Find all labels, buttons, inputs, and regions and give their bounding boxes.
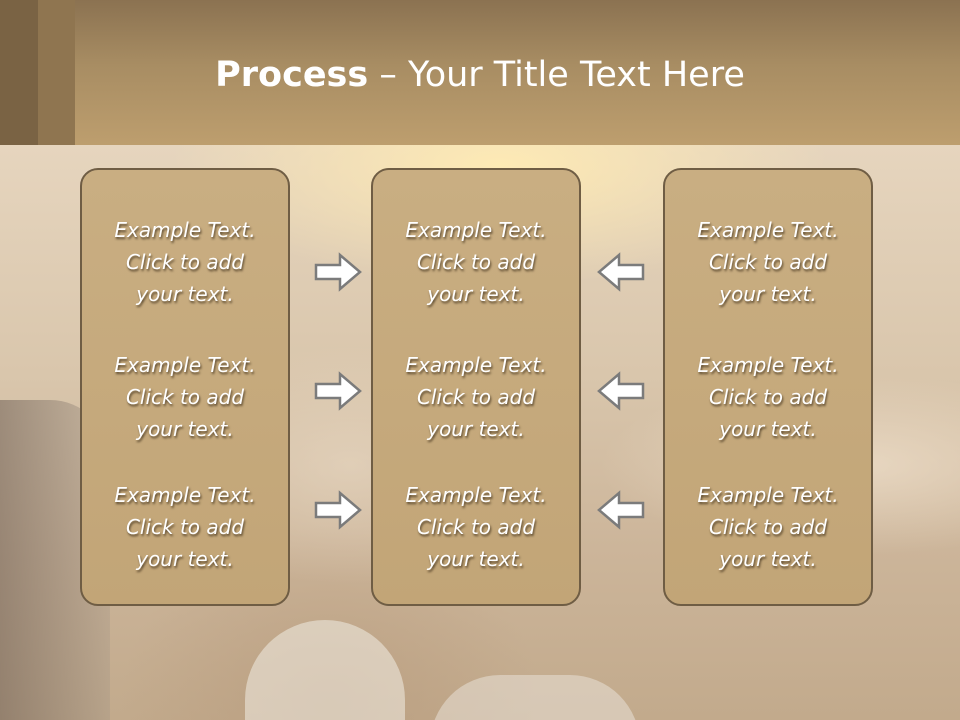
process-box-middle[interactable]: Example Text. Click to add your text. Ex… (371, 168, 581, 606)
arrow-right-icon (314, 371, 362, 411)
text-line: Example Text. (405, 483, 547, 507)
process-box-left[interactable]: Example Text. Click to add your text. Ex… (80, 168, 290, 606)
slide-title[interactable]: Process – Your Title Text Here (75, 50, 885, 100)
slide-title-bold: Process (215, 55, 369, 95)
arrow-right-icon (314, 490, 362, 530)
text-line: Click to add (708, 250, 828, 274)
text-line: your text. (427, 282, 525, 306)
text-line: Click to add (416, 385, 536, 409)
text-line: Example Text. (697, 483, 839, 507)
text-line: Click to add (708, 515, 828, 539)
text-placeholder[interactable]: Example Text. Click to add your text. (82, 214, 288, 310)
text-line: your text. (136, 282, 234, 306)
slide-title-rest: – Your Title Text Here (368, 55, 745, 95)
text-line: Example Text. (114, 218, 256, 242)
title-bar: Process – Your Title Text Here (0, 0, 960, 145)
text-line: Example Text. (405, 218, 547, 242)
text-line: your text. (719, 417, 817, 441)
text-line: Example Text. (697, 218, 839, 242)
arrow-left-icon (597, 371, 645, 411)
text-placeholder[interactable]: Example Text. Click to add your text. (82, 479, 288, 575)
arrow-right-icon (314, 252, 362, 292)
text-line: Click to add (416, 515, 536, 539)
text-placeholder[interactable]: Example Text. Click to add your text. (82, 349, 288, 445)
text-placeholder[interactable]: Example Text. Click to add your text. (373, 214, 579, 310)
text-line: Example Text. (405, 353, 547, 377)
text-line: Example Text. (697, 353, 839, 377)
text-line: your text. (136, 417, 234, 441)
text-placeholder[interactable]: Example Text. Click to add your text. (665, 349, 871, 445)
text-line: your text. (136, 547, 234, 571)
arrow-left-icon (597, 252, 645, 292)
text-line: Click to add (125, 385, 245, 409)
header-accent-strip (38, 0, 75, 145)
process-box-right[interactable]: Example Text. Click to add your text. Ex… (663, 168, 873, 606)
text-line: Example Text. (114, 483, 256, 507)
text-line: your text. (719, 282, 817, 306)
text-placeholder[interactable]: Example Text. Click to add your text. (373, 479, 579, 575)
arrow-left-icon (597, 490, 645, 530)
text-line: Click to add (708, 385, 828, 409)
text-line: your text. (719, 547, 817, 571)
text-line: Click to add (416, 250, 536, 274)
text-line: your text. (427, 547, 525, 571)
text-placeholder[interactable]: Example Text. Click to add your text. (665, 214, 871, 310)
header-accent-strip (0, 0, 38, 145)
text-line: Click to add (125, 250, 245, 274)
text-line: your text. (427, 417, 525, 441)
text-line: Click to add (125, 515, 245, 539)
text-placeholder[interactable]: Example Text. Click to add your text. (373, 349, 579, 445)
text-line: Example Text. (114, 353, 256, 377)
text-placeholder[interactable]: Example Text. Click to add your text. (665, 479, 871, 575)
